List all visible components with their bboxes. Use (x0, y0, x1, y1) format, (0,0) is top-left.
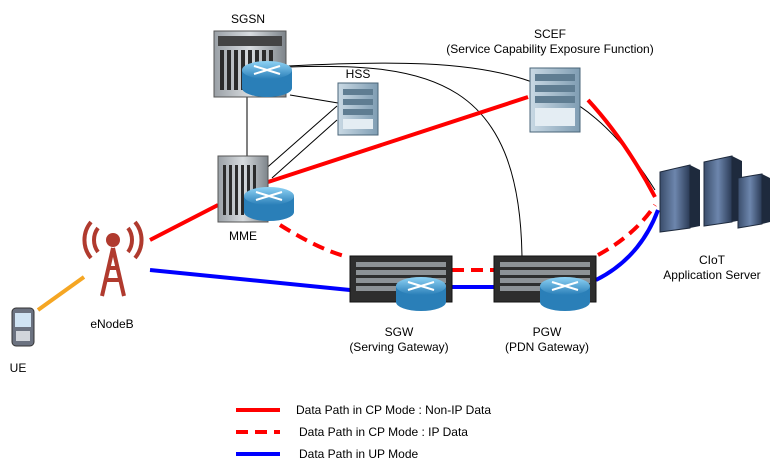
link-sgsn-hss (289, 94, 339, 104)
sgsn-label: SGSN (231, 12, 265, 26)
enodeb-label: eNodeB (90, 317, 133, 331)
link-mme-hss-b (271, 119, 338, 179)
legend-label-cp-ip: Data Path in CP Mode : IP Data (299, 425, 468, 439)
links (36, 62, 660, 312)
ue-label: UE (10, 361, 27, 375)
mme-router-icon (244, 187, 294, 221)
hss-node: HSS (337, 67, 379, 136)
pgw-label: PGW (533, 325, 562, 339)
sgsn-router-icon (242, 61, 292, 97)
up-path-enodeb-sgw (149, 268, 351, 292)
pgw-sublabel: (PDN Gateway) (505, 340, 589, 354)
antenna-tower-icon (82, 220, 144, 297)
cp-ip-mme-sgw (278, 223, 349, 259)
mme-label: MME (229, 229, 257, 243)
pgw-router-icon (540, 277, 590, 311)
sgw-node: SGW (Serving Gateway) (349, 255, 453, 354)
scef-label: SCEF (534, 27, 566, 41)
cp-path-mme-scef (267, 95, 529, 184)
link-sgsn-pgw (287, 65, 523, 259)
legend-label-cp-non-ip: Data Path in CP Mode : Non-IP Data (296, 403, 491, 417)
legend: Data Path in CP Mode : Non-IP Data Data … (236, 403, 491, 461)
hss-label: HSS (346, 67, 371, 81)
pgw-node: PGW (PDN Gateway) (493, 255, 597, 354)
server-cluster-icon (659, 155, 770, 233)
mme-node: MME (217, 155, 294, 243)
legend-label-up: Data Path in UP Mode (299, 447, 419, 461)
enodeb-node: eNodeB (82, 220, 144, 331)
ciot-label: CIoT (699, 253, 726, 267)
link-mme-hss-a (261, 105, 338, 173)
scef-sublabel: (Service Capability Exposure Function) (446, 42, 653, 56)
cp-path-enodeb-mme (149, 203, 219, 242)
sgw-router-icon (396, 277, 446, 311)
link-ue-enodeb (36, 275, 86, 312)
ciot-node: CIoT Application Server (659, 155, 770, 282)
scef-node: SCEF (Service Capability Exposure Functi… (446, 27, 654, 133)
sgw-sublabel: (Serving Gateway) (349, 340, 448, 354)
ciot-sublabel: Application Server (663, 268, 760, 282)
ue-node: UE (10, 307, 35, 375)
mobile-phone-icon (11, 307, 35, 347)
sgw-label: SGW (385, 325, 414, 339)
sgsn-node: SGSN (213, 12, 292, 98)
up-path-pgw-ciot (595, 209, 660, 282)
cp-path-scef-ciot (586, 98, 657, 198)
cp-ip-pgw-ciot (597, 203, 657, 257)
